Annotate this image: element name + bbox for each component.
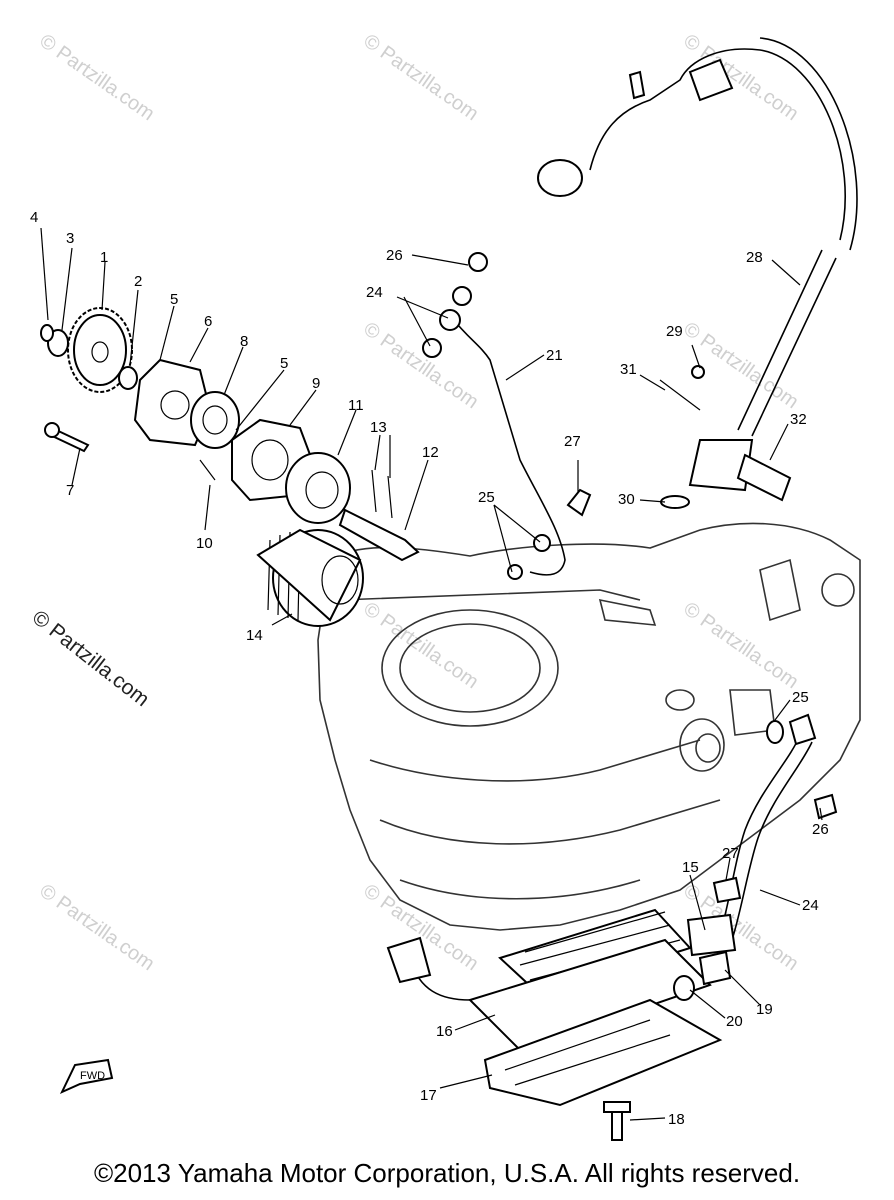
screw <box>44 422 90 453</box>
forward-arrow: FWD <box>59 1058 114 1095</box>
pump-rotor <box>190 391 240 449</box>
callout-16: 16 <box>436 1023 453 1040</box>
collar <box>118 366 138 390</box>
callout-19: 19 <box>756 1001 773 1018</box>
callout-18: 18 <box>668 1111 685 1128</box>
callout-9: 9 <box>312 375 320 392</box>
fwd-label: FWD <box>80 1070 105 1082</box>
callout-22: 25 <box>478 489 495 506</box>
callout-8: 8 <box>240 333 248 350</box>
callout-5: 5 <box>280 355 288 372</box>
drain-bolt <box>603 1101 631 1141</box>
dowel-pin <box>199 459 216 481</box>
callout-32: 32 <box>790 411 807 428</box>
engine-crankcase <box>317 522 861 931</box>
drain-plug <box>698 950 732 986</box>
callout-21: 21 <box>546 347 563 364</box>
callout-14: 14 <box>246 627 263 644</box>
callout-10: 10 <box>196 535 213 552</box>
callout-15: 15 <box>682 859 699 876</box>
gear-washer <box>40 324 69 357</box>
callout-4: 4 <box>30 209 38 226</box>
callout-30: 30 <box>618 491 635 508</box>
callout-11: 11 <box>348 397 364 414</box>
callout-12: 12 <box>422 444 439 461</box>
oil-return-pipe <box>686 713 817 957</box>
strainer-cover <box>483 998 723 1107</box>
callout-25: 25 <box>792 689 809 706</box>
plug-washer <box>673 975 695 1001</box>
strainer-gasket <box>468 938 712 1052</box>
callout-17: 17 <box>420 1087 437 1104</box>
fitting-pipe <box>338 469 420 562</box>
callout-5: 5 <box>170 291 178 308</box>
callout-26: 26 <box>812 821 829 838</box>
callout-29: 29 <box>666 323 683 340</box>
callout-28: 28 <box>746 249 763 266</box>
callout-6: 6 <box>204 313 212 330</box>
callout-24: 24 <box>802 897 819 914</box>
callout-31: 31 <box>620 361 637 378</box>
callout-7: 7 <box>66 482 74 499</box>
callout-1: 1 <box>100 249 108 266</box>
callout-23: 26 <box>386 247 403 264</box>
callout-27: 27 <box>722 845 739 862</box>
leader-lines <box>40 227 823 1121</box>
oil-delivery-pipe <box>422 252 592 580</box>
callout-13: 13 <box>370 419 387 436</box>
o-ring <box>766 720 784 744</box>
callout-23: 27 <box>564 433 581 450</box>
union-bolt <box>712 876 742 904</box>
callout-20: 20 <box>726 1013 743 1030</box>
copyright-notice: ©2013 Yamaha Motor Corporation, U.S.A. A… <box>93 1158 801 1188</box>
oil-pump-gasket <box>285 452 351 524</box>
hose-fitting-left <box>386 936 471 1001</box>
oil-filter-element <box>256 528 364 627</box>
callout-2: 2 <box>134 273 142 290</box>
callout-3: 3 <box>66 230 74 247</box>
oil-hose-assembly <box>537 37 858 509</box>
callouts: 4 3 1 2 5 6 8 5 9 11 13 12 7 10 14 26 24… <box>30 209 829 1128</box>
pipe-bolt <box>813 793 838 820</box>
callout-22: 24 <box>366 284 383 301</box>
